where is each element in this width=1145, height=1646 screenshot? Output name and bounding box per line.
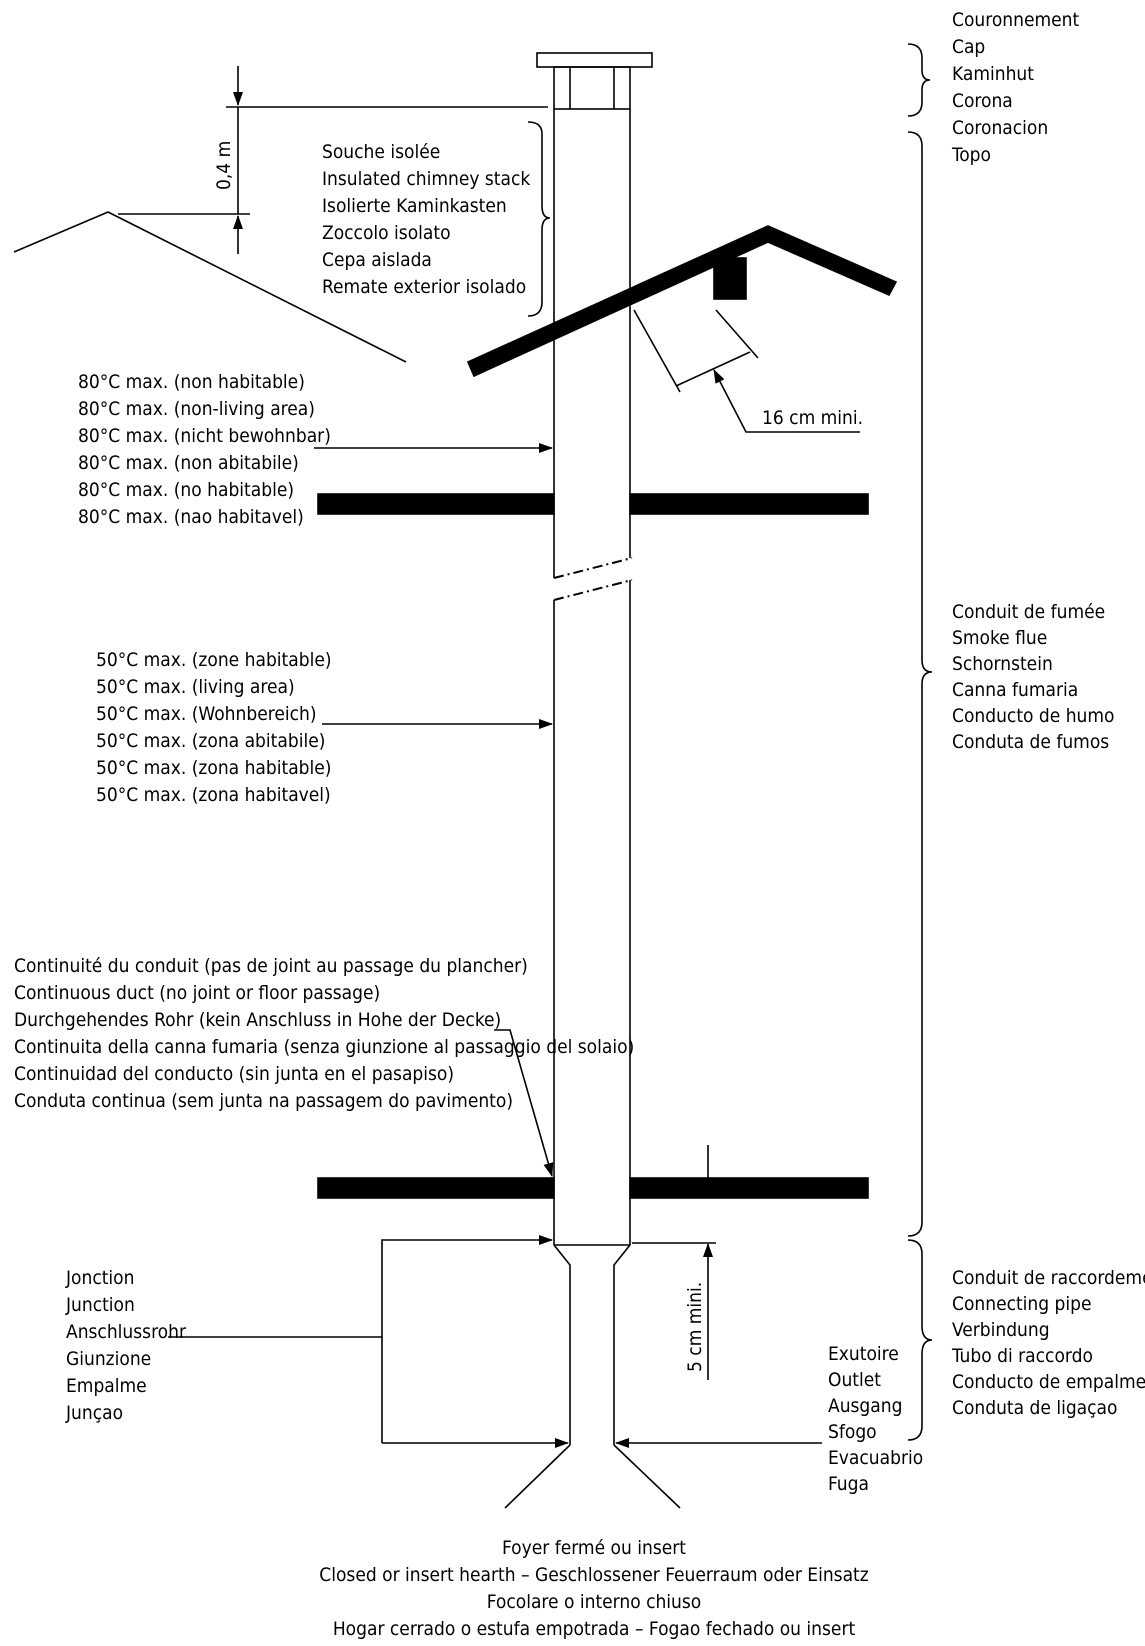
continuity-line: Durchgehendes Rohr (kein Anschluss in Ho… bbox=[14, 1009, 501, 1031]
outlet-line: Outlet bbox=[828, 1369, 881, 1391]
outlet-line: Sfogo bbox=[828, 1421, 877, 1443]
connecting-pipe-labels: Conduit de raccordementConnecting pipeVe… bbox=[951, 1267, 1145, 1419]
junction-line: Empalme bbox=[66, 1375, 147, 1397]
junction-line: Jonction bbox=[65, 1267, 134, 1289]
temp-80-line: 80°C max. (no habitable) bbox=[78, 479, 294, 501]
clearance-ext-right bbox=[715, 309, 759, 359]
junction-line: Giunzione bbox=[66, 1348, 151, 1370]
outlet-line: Exutoire bbox=[828, 1343, 899, 1365]
temp-50-line: 50°C max. (zona abitabile) bbox=[96, 730, 325, 752]
continuity-leader bbox=[494, 1029, 554, 1177]
outlet-line: Ausgang bbox=[828, 1395, 902, 1417]
clearance-dim-line bbox=[675, 351, 751, 387]
junction-line: Anschlussrohr bbox=[66, 1321, 187, 1343]
outlet-line: Fuga bbox=[828, 1473, 869, 1495]
pipe-reducer bbox=[553, 1244, 631, 1445]
smoke-flue-line: Smoke flue bbox=[952, 627, 1047, 649]
temp-80-line: 80°C max. (non-living area) bbox=[78, 398, 315, 420]
floor-gap-dim-label: 5 cm mini. bbox=[684, 1282, 706, 1372]
smoke-flue-line: Schornstein bbox=[952, 653, 1053, 675]
chimney-cap-body bbox=[553, 66, 631, 110]
continuity-line: Continuous duct (no joint or floor passa… bbox=[14, 982, 380, 1004]
smoke-flue-line: Conduta de fumos bbox=[952, 731, 1109, 753]
hearth-line: Hogar cerrado o estufa empotrada – Fogao… bbox=[333, 1618, 856, 1640]
left-roof-outline bbox=[13, 211, 407, 363]
hearth-outline-right bbox=[613, 1444, 681, 1509]
temp-50-line: 50°C max. (Wohnbereich) bbox=[96, 703, 317, 725]
insulated-stack-line: Insulated chimney stack bbox=[322, 168, 530, 190]
connecting-pipe-line: Conduta de ligaçao bbox=[952, 1397, 1117, 1419]
connecting-pipe-line: Connecting pipe bbox=[952, 1293, 1092, 1315]
temp-80-line: 80°C max. (nao habitavel) bbox=[78, 506, 304, 528]
flue-pipe-lower bbox=[553, 580, 631, 1245]
junction-line: Junçao bbox=[65, 1402, 123, 1424]
cap-line: Cap bbox=[952, 36, 985, 58]
stack-brace bbox=[527, 121, 551, 317]
temp-80-line: 80°C max. (non abitabile) bbox=[78, 452, 299, 474]
cap-line: Corona bbox=[952, 90, 1013, 112]
connecting-pipe-line: Conducto de empalme bbox=[952, 1371, 1145, 1393]
continuity-line: Continuita della canna fumaria (senza gi… bbox=[14, 1036, 634, 1058]
flue-brace bbox=[907, 131, 933, 1237]
lower-floor-right bbox=[629, 1177, 869, 1199]
lower-floor-left bbox=[317, 1177, 555, 1199]
connecting-pipe-brace bbox=[907, 1239, 933, 1441]
hearth-line: Focolare o interno chiuso bbox=[487, 1591, 702, 1613]
flue-pipe-upper bbox=[553, 109, 631, 578]
continuity-labels: Continuité du conduit (pas de joint au p… bbox=[14, 955, 634, 1112]
break-line-top bbox=[553, 557, 633, 579]
insulated-stack-line: Isolierte Kaminkasten bbox=[322, 195, 507, 217]
insulated-stack-line: Souche isolée bbox=[322, 141, 440, 163]
cap-line: Kaminhut bbox=[952, 63, 1034, 85]
insulated-stack-line: Cepa aislada bbox=[322, 249, 432, 271]
junction-leader bbox=[168, 1235, 553, 1338]
temp-80-line: 80°C max. (non habitable) bbox=[78, 371, 305, 393]
clearance-ext-left bbox=[633, 309, 681, 393]
connecting-pipe-line: Conduit de raccordement bbox=[952, 1267, 1145, 1289]
continuity-line: Continuité du conduit (pas de joint au p… bbox=[14, 955, 528, 977]
smoke-flue-line: Conducto de humo bbox=[952, 705, 1114, 727]
roof-batten bbox=[713, 257, 747, 300]
connecting-pipe-line: Verbindung bbox=[952, 1319, 1050, 1341]
smoke-flue-line: Canna fumaria bbox=[952, 679, 1078, 701]
cap-line: Coronacion bbox=[952, 117, 1048, 139]
hearth-line: Foyer fermé ou insert bbox=[502, 1537, 686, 1559]
temp-50-line: 50°C max. (zona habitable) bbox=[96, 757, 331, 779]
cap-line: Topo bbox=[951, 144, 991, 166]
outlet-line: Evacuabrio bbox=[828, 1447, 923, 1469]
hearth-line: Closed or insert hearth – Geschlossener … bbox=[319, 1564, 868, 1586]
temp-50-line: 50°C max. (zona habitavel) bbox=[96, 784, 331, 806]
upper-floor-left bbox=[317, 493, 555, 515]
cap-line: Couronnement bbox=[952, 9, 1079, 31]
height-dim-label: 0,4 m bbox=[213, 141, 235, 190]
continuity-line: Continuidad del conducto (sin junta en e… bbox=[14, 1063, 454, 1085]
temp-50-line: 50°C max. (living area) bbox=[96, 676, 295, 698]
junction-line: Junction bbox=[65, 1294, 135, 1316]
cap-brace bbox=[907, 43, 931, 117]
smoke-flue-line: Conduit de fumée bbox=[952, 601, 1105, 623]
temp-50-line: 50°C max. (zone habitable) bbox=[96, 649, 332, 671]
hearth-outline-left bbox=[504, 1444, 571, 1509]
clearance-dim-label: 16 cm mini. bbox=[762, 407, 863, 429]
insulated-stack-line: Remate exterior isolado bbox=[322, 276, 526, 298]
temp-80-labels: 80°C max. (non habitable) 80°C max. (non-… bbox=[78, 371, 331, 528]
temp-80-line: 80°C max. (nicht bewohnbar) bbox=[78, 425, 331, 447]
upper-floor-right bbox=[629, 493, 869, 515]
chimney-cap-top bbox=[536, 52, 653, 68]
continuity-line: Conduta continua (sem junta na passagem … bbox=[14, 1090, 513, 1112]
clearance-leader bbox=[713, 369, 860, 433]
temp-50-labels: 50°C max. (zone habitable) 50°C max. (liv… bbox=[96, 649, 332, 806]
right-roof bbox=[466, 225, 898, 378]
break-line-bottom bbox=[553, 579, 633, 601]
connecting-pipe-line: Tubo di raccordo bbox=[951, 1345, 1093, 1367]
insulated-stack-line: Zoccolo isolato bbox=[322, 222, 451, 244]
